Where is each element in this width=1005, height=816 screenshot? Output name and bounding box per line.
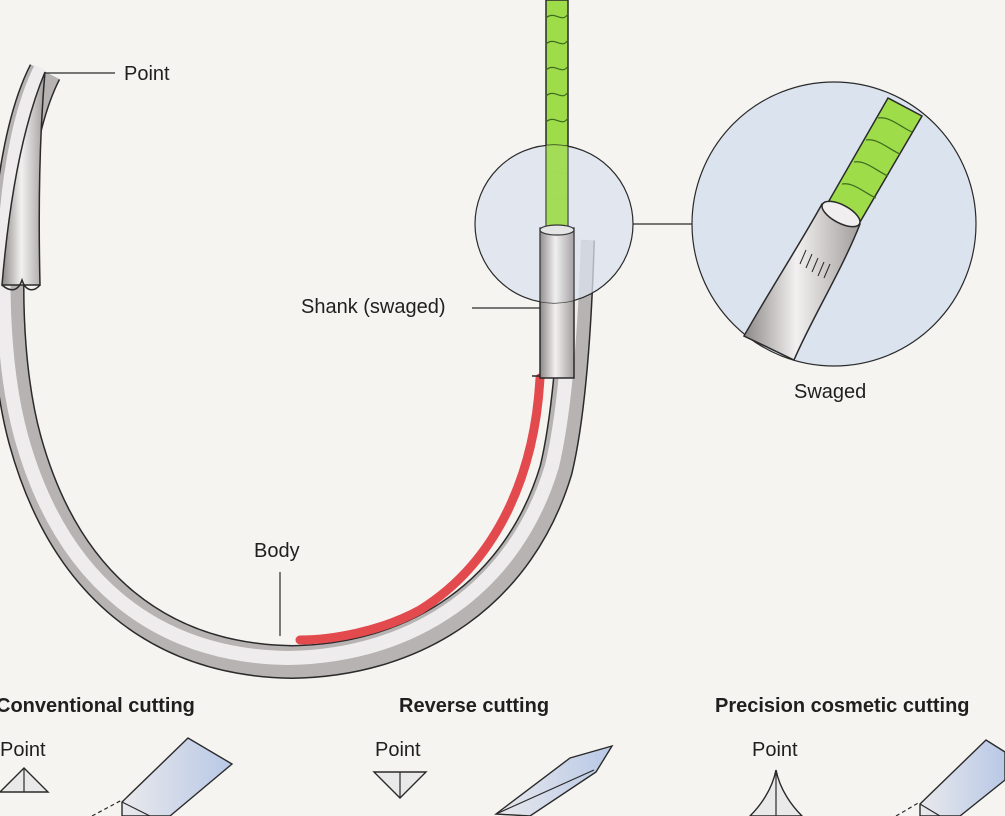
needle-body [0,64,595,680]
conventional-blade [91,737,234,816]
precision-cosmetic-cutting-title: Precision cosmetic cutting [715,695,970,717]
conventional-point-label: Point [0,739,46,761]
swaged-label: Swaged [794,381,867,403]
reverse-point-icon [372,771,428,799]
reverse-blade [494,744,614,816]
point-label: Point [124,63,170,85]
needle-point [1,71,46,286]
precision-blade [895,739,1005,816]
reverse-cutting-title: Reverse cutting [399,695,550,717]
reverse-point-label: Point [375,739,421,761]
precision-point-label: Point [752,739,798,761]
conventional-cutting-title: Conventional cutting [0,695,195,717]
conventional-point-icon [0,767,50,793]
precision-point-icon [749,769,803,816]
suture-channel [295,373,545,645]
shank-label: Shank (swaged) [301,296,446,318]
point-bevel-line [1,277,41,291]
swaged-detail [742,96,924,362]
body-label: Body [254,540,300,562]
